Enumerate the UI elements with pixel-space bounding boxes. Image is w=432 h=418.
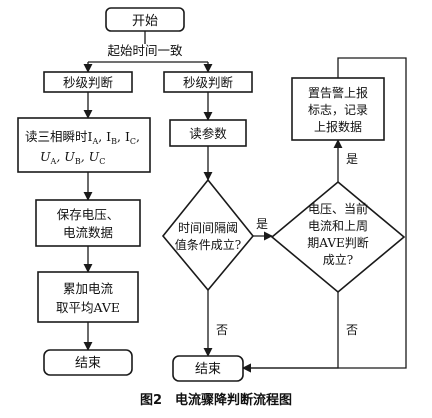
node-start-label: 开始 — [132, 14, 158, 29]
label-yes-compare: 是 — [346, 152, 358, 166]
read-inst-line1: 读三相瞬时IA, IB, IC, — [25, 129, 140, 146]
node-compare-check: 电压、当前 电流和上周 期AVE判断 成立? — [270, 180, 406, 294]
interval-line1: 时间间隔阈 — [178, 220, 238, 235]
alarm-line2: 标志，记录 — [308, 103, 368, 117]
compare-line2: 电流和上周 — [308, 219, 368, 233]
node-sec-left: 秒级判断 — [43, 71, 133, 93]
node-save: 保存电压、 电流数据 — [35, 199, 141, 247]
accum-line1: 累加电流 — [63, 281, 114, 296]
accum-line2: 取平均AVE — [56, 300, 120, 315]
node-start: 开始 — [105, 7, 185, 32]
compare-line4: 成立? — [323, 252, 353, 267]
edge-compare-no — [242, 292, 339, 373]
node-end-left: 结束 — [43, 349, 133, 376]
node-end-right-label: 结束 — [195, 362, 221, 377]
alarm-line1: 置告警上报 — [308, 85, 368, 100]
node-end-left-label: 结束 — [75, 356, 101, 371]
interval-line2: 值条件成立? — [175, 237, 241, 252]
node-interval-check: 时间间隔阈 值条件成立? — [161, 178, 255, 292]
node-sec-left-label: 秒级判断 — [63, 75, 113, 90]
node-read-param-label: 读参数 — [189, 126, 227, 141]
node-alarm: 置告警上报 标志，记录 上报数据 — [291, 77, 385, 141]
compare-line3: 期AVE判断 — [307, 235, 369, 250]
node-sec-mid: 秒级判断 — [163, 71, 253, 93]
label-no-interval: 否 — [216, 323, 228, 337]
figure-caption: 图2 电流骤降判断流程图 — [140, 392, 292, 408]
node-accum: 累加电流 取平均AVE — [37, 271, 139, 323]
edge-alarm-loop — [242, 57, 407, 373]
node-read-param: 读参数 — [169, 119, 247, 147]
save-line2: 电流数据 — [63, 225, 113, 240]
sync-label: 起始时间一致 — [107, 43, 183, 58]
read-inst-line2: UA, UB, UC — [40, 149, 105, 166]
label-yes-interval: 是 — [256, 217, 268, 231]
alarm-line3: 上报数据 — [314, 119, 362, 134]
node-sec-mid-label: 秒级判断 — [183, 75, 233, 90]
edges — [83, 31, 407, 373]
node-read-inst: 读三相瞬时IA, IB, IC, UA, UB, UC — [17, 117, 151, 173]
label-no-compare: 否 — [346, 323, 358, 337]
compare-line1: 电压、当前 — [308, 201, 368, 216]
node-end-right: 结束 — [172, 355, 244, 382]
save-line1: 保存电压、 — [57, 207, 120, 222]
